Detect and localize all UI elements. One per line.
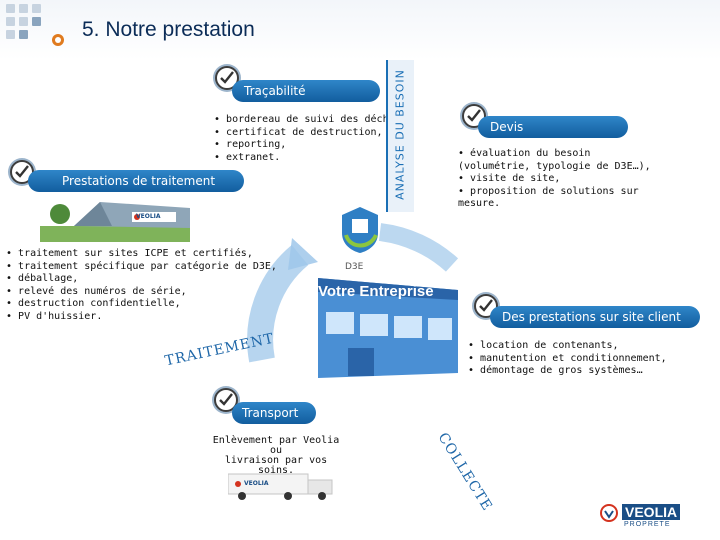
veolia-logo-mark [600,504,618,522]
page-title: 5. Notre prestation [82,18,255,41]
treatment-plant-image [40,196,190,242]
list-item: démontage de gros systèmes… [468,365,667,378]
list-item: location de contenants, [468,340,667,353]
list-item: reporting, [214,139,413,152]
header-band [0,0,720,60]
transport-line: livraison par vos soins. [224,455,328,476]
d3e-badge-label: D3E [345,262,364,272]
list-item: (volumétrie, typologie de D3E…), [458,160,651,172]
client-building [308,268,468,383]
traitement-list: traitement sur sites ICPE et certifiés, … [6,248,277,323]
list-item: destruction confidentielle, [6,298,277,311]
list-item: traitement spécifique par catégorie de D… [6,261,277,274]
site-client-header: Des prestations sur site client [490,306,700,328]
tracabilite-list: bordereau de suivi des déchets, certific… [214,114,413,164]
devis-header: Devis [478,116,628,138]
devis-list: • évaluation du besoin (volumétrie, typo… [458,148,651,211]
veolia-logo: VEOLIA PROPRETE [600,502,710,534]
traitement-header: Prestations de traitement [28,170,244,192]
transport-header: Transport [232,402,316,424]
veolia-brand: VEOLIA [622,504,681,520]
list-item: PV d'huissier. [6,311,277,324]
analyse-label: ANALYSE DU BESOIN [393,69,407,200]
transport-text: Enlèvement par Veolia ou livraison par v… [210,436,342,476]
list-item: relevé des numéros de série, [6,286,277,299]
tracabilite-header: Traçabilité [232,80,380,102]
truck-veolia-label: VEOLIA [244,480,269,487]
d3e-emblem [338,205,382,255]
building-sign: Votre Entreprise [318,283,434,300]
transport-line: Enlèvement par Veolia [212,435,340,446]
list-item: certificat de destruction, [214,127,413,140]
veolia-sub: PROPRETE [624,521,671,528]
corner-mosaic-logo [6,4,64,46]
truck-image [227,470,338,502]
list-item: • proposition de solutions sur [458,185,639,197]
list-item: manutention et conditionnement, [468,353,667,366]
site-client-list: location de contenants, manutention et c… [468,340,667,378]
list-item: mesure. [458,198,501,209]
analyse-bar [386,60,414,212]
transport-line: ou [269,445,283,456]
list-item: extranet. [214,152,413,165]
list-item: • visite de site, [458,173,561,184]
list-item: bordereau de suivi des déchets, [214,114,413,127]
plant-veolia-label: VEOLIA [136,213,161,220]
list-item: déballage, [6,273,277,286]
list-item: traitement sur sites ICPE et certifiés, [6,248,277,261]
list-item: • évaluation du besoin [458,148,591,159]
